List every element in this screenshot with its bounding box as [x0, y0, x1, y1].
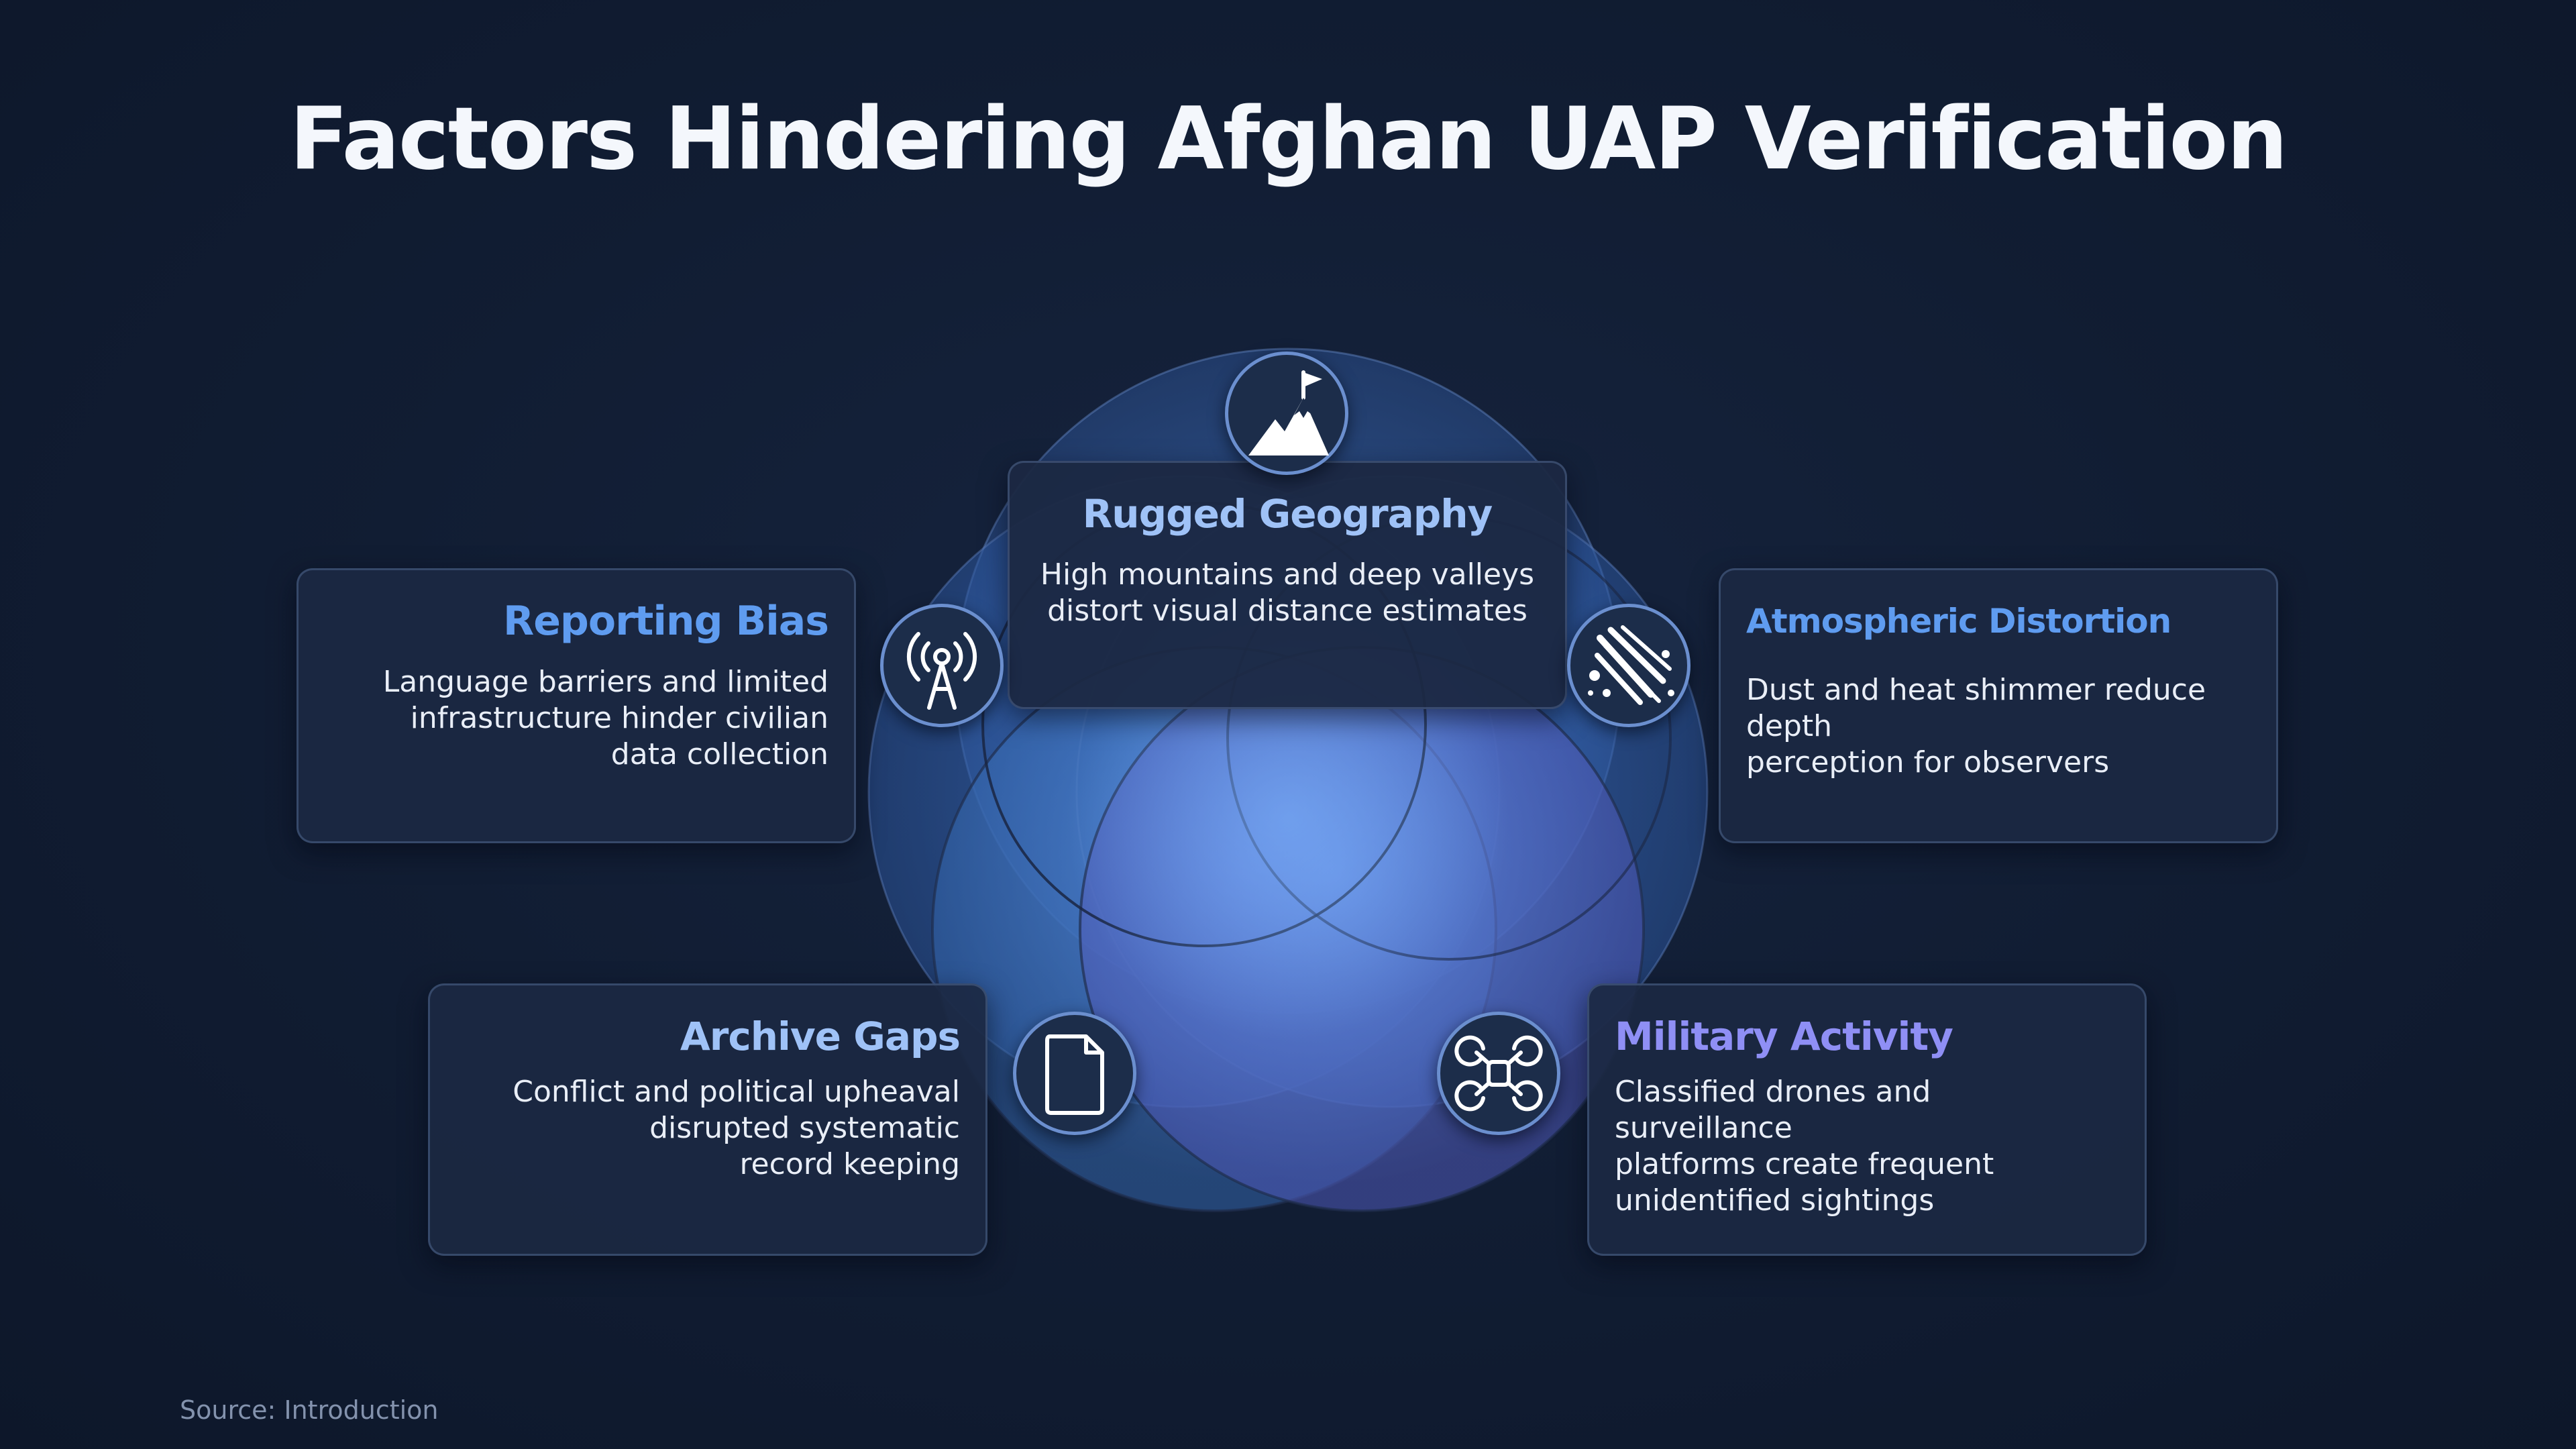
military-activity-line-1: Classified drones and surveillance [1615, 1075, 1931, 1145]
radio-tower-icon [880, 604, 1004, 727]
archive-gaps-title: Archive Gaps [680, 1014, 961, 1059]
card-reporting-bias: Reporting Bias Language barriers and lim… [297, 568, 856, 843]
archive-gaps-line-2: disrupted systematic [649, 1111, 960, 1145]
card-military-activity: Military Activity Classified drones and … [1587, 983, 2147, 1256]
document-icon [1013, 1012, 1136, 1135]
military-activity-line-2: platforms create frequent [1615, 1147, 1994, 1181]
mountain-flag-icon [1225, 352, 1348, 475]
archive-gaps-line-3: record keeping [739, 1147, 960, 1181]
reporting-bias-title: Reporting Bias [503, 598, 829, 645]
military-activity-line-3: unidentified sightings [1615, 1183, 1935, 1218]
card-archive-gaps: Archive Gaps Conflict and political uphe… [428, 983, 987, 1256]
drone-icon [1437, 1012, 1560, 1135]
dust-streaks-icon [1567, 604, 1690, 727]
reporting-bias-line-2: infrastructure hinder civilian [410, 701, 828, 735]
atmospheric-distortion-line-2: perception for observers [1746, 745, 2110, 780]
reporting-bias-line-3: data collection [610, 737, 828, 771]
card-atmospheric-distortion: Atmospheric Distortion Dust and heat shi… [1719, 568, 2278, 843]
rugged-geography-line-2: distort visual distance estimates [1047, 594, 1527, 628]
page-title: Factors Hindering Afghan UAP Verificatio… [289, 89, 2288, 189]
rugged-geography-title: Rugged Geography [1082, 491, 1493, 537]
atmospheric-distortion-title: Atmospheric Distortion [1746, 602, 2171, 641]
military-activity-title: Military Activity [1615, 1014, 1953, 1059]
atmospheric-distortion-line-1: Dust and heat shimmer reduce depth [1746, 673, 2206, 743]
archive-gaps-line-1: Conflict and political upheaval [513, 1075, 960, 1109]
card-rugged-geography: Rugged Geography High mountains and deep… [1008, 461, 1567, 709]
reporting-bias-line-1: Language barriers and limited [382, 665, 828, 699]
source-caption: Source: Introduction [180, 1395, 439, 1425]
rugged-geography-line-1: High mountains and deep valleys [1040, 557, 1535, 592]
